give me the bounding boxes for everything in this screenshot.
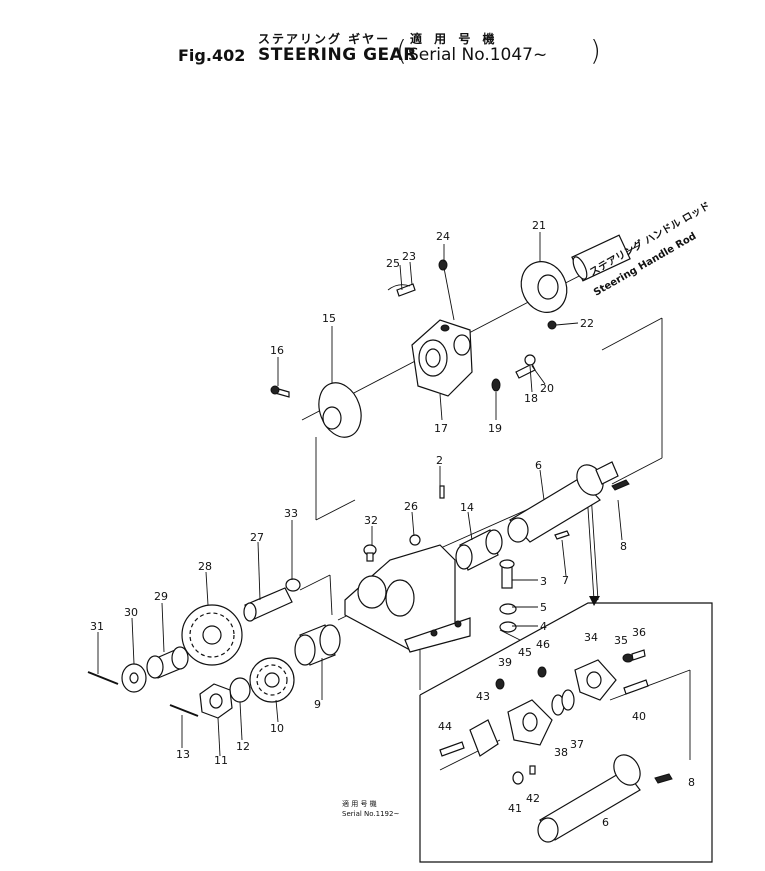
callout: 40 — [632, 710, 646, 723]
callout: 45 — [518, 646, 532, 659]
callout: 5 — [540, 601, 547, 614]
callout: 8 — [688, 776, 695, 789]
callout: 11 — [214, 754, 228, 767]
leader-lines — [97, 232, 623, 757]
callout: 12 — [236, 740, 250, 753]
paren-close: ) — [590, 34, 601, 67]
callout: 26 — [404, 500, 418, 513]
callout: 21 — [532, 219, 546, 232]
english-title: STEERING GEAR — [258, 45, 417, 65]
callout: 22 — [580, 317, 594, 330]
shaft-27 — [243, 587, 293, 622]
callout: 24 — [436, 230, 450, 243]
callout: 27 — [250, 531, 264, 544]
universal-joint-17 — [411, 319, 473, 397]
flange-15 — [318, 382, 362, 438]
callout: 3 — [540, 575, 547, 588]
callout: 28 — [198, 560, 212, 573]
callout: 46 — [536, 638, 550, 651]
callout: 6 — [535, 459, 542, 472]
callout: 34 — [584, 631, 598, 644]
callout: 37 — [570, 738, 584, 751]
callout: 7 — [562, 574, 569, 587]
callout: 32 — [364, 514, 378, 527]
callout: 36 — [632, 626, 646, 639]
callout: 25 — [386, 257, 400, 270]
callout: 16 — [270, 344, 284, 357]
callout: 8 — [620, 540, 627, 553]
washer-30 — [121, 663, 147, 693]
serial-range: Serial No.1047~ — [408, 45, 548, 65]
callout: 38 — [554, 746, 568, 759]
callout: 10 — [270, 722, 284, 735]
callout: 15 — [322, 312, 336, 325]
figure-header: ステアリング ギヤー 適 用 号 機 Fig.402 STEERING GEAR… — [0, 0, 765, 80]
callout: 35 — [614, 634, 628, 647]
callout: 23 — [402, 250, 416, 263]
inset-pointer-arrow — [589, 596, 600, 606]
gear-28 — [181, 604, 243, 666]
callout: 9 — [314, 698, 321, 711]
collar-29 — [146, 646, 189, 679]
japanese-applicable-label: 適 用 号 機 — [410, 32, 499, 46]
inset-box — [419, 602, 713, 863]
callout: 17 — [434, 422, 448, 435]
flange-21 — [520, 234, 631, 313]
callout: 33 — [284, 507, 298, 520]
shaft-6 — [507, 461, 630, 543]
callout: 2 — [436, 454, 443, 467]
housing-bracket — [344, 544, 471, 653]
callout: 43 — [476, 690, 490, 703]
callout: 30 — [124, 606, 138, 619]
callout: 20 — [540, 382, 554, 395]
callout: 31 — [90, 620, 104, 633]
bushing-14 — [455, 529, 503, 571]
callout: 14 — [460, 501, 474, 514]
callout: 44 — [438, 720, 452, 733]
sleeve-9 — [294, 624, 341, 666]
paren-open: ( — [396, 34, 407, 67]
callout: 6 — [602, 816, 609, 829]
figure-number: Fig.402 — [178, 46, 246, 65]
callout: 19 — [488, 422, 502, 435]
inset-jp-annotation: 適 用 号 機 — [342, 799, 377, 808]
inset-serial-annotation: Serial No.1192~ — [342, 810, 399, 818]
callout: 39 — [498, 656, 512, 669]
callout: 41 — [508, 802, 522, 815]
callout: 4 — [540, 620, 547, 633]
inset-parts — [439, 649, 673, 843]
japanese-title: ステアリング ギヤー — [258, 32, 391, 46]
pin-31 — [87, 671, 119, 685]
callout: 13 — [176, 748, 190, 761]
nut-11 — [199, 683, 233, 719]
callout: 18 — [524, 392, 538, 405]
fasteners — [270, 259, 557, 633]
pin-13 — [169, 704, 199, 717]
callout: 29 — [154, 590, 168, 603]
gear-10 — [249, 657, 295, 703]
washer-12 — [229, 677, 251, 703]
callout-labels: 2 3 4 5 6 7 8 9 10 11 12 13 14 15 16 17 … — [90, 219, 695, 829]
callout: 42 — [526, 792, 540, 805]
